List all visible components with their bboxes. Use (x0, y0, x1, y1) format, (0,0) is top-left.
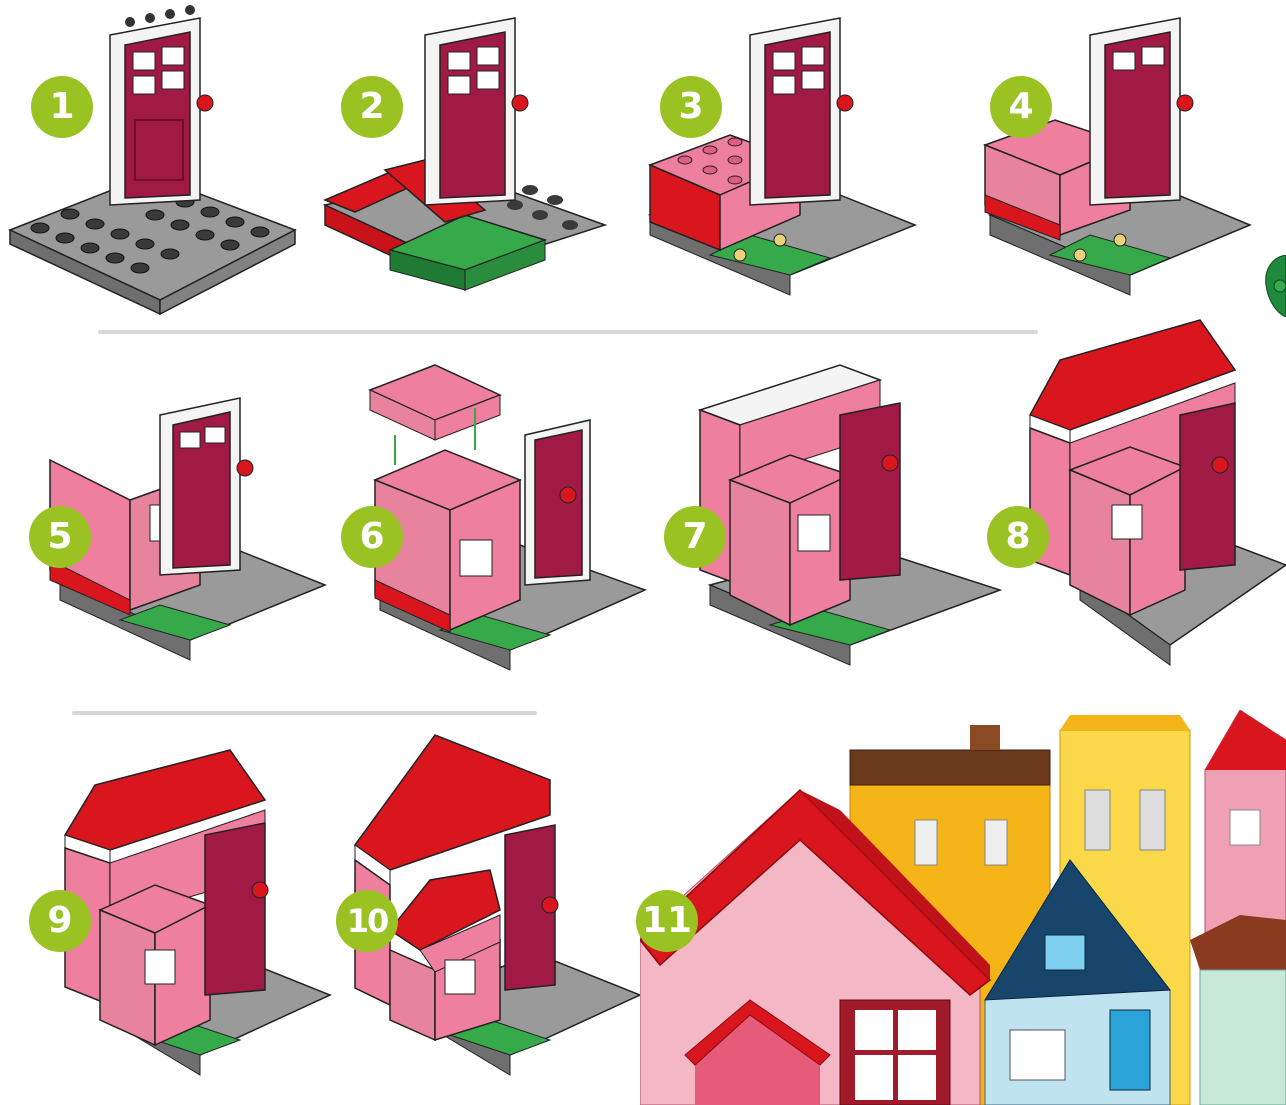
step-1-badge: 1 (31, 76, 93, 138)
step-10-badge: 10 (336, 890, 398, 952)
row-divider-2 (72, 711, 537, 715)
step-6-illustration (360, 340, 660, 680)
step-5-badge: 5 (29, 506, 91, 568)
row-divider-1 (98, 330, 1038, 334)
step-8-badge: 8 (987, 506, 1049, 568)
step-8-illustration (1020, 315, 1286, 675)
step-7-illustration (690, 345, 1010, 675)
step-1-illustration (0, 0, 300, 320)
step-4-illustration (980, 0, 1280, 320)
step-3-illustration (640, 0, 940, 320)
step-11-badge: 11 (636, 890, 698, 952)
step-2-badge: 2 (341, 76, 403, 138)
step-11-finished-town (640, 710, 1286, 1105)
green-accessory-piece (1262, 255, 1286, 317)
step-9-badge: 9 (29, 890, 91, 952)
step-7-badge: 7 (664, 506, 726, 568)
step-3-badge: 3 (660, 76, 722, 138)
step-2-illustration (315, 0, 615, 320)
step-4-badge: 4 (990, 76, 1052, 138)
step-6-badge: 6 (341, 506, 403, 568)
